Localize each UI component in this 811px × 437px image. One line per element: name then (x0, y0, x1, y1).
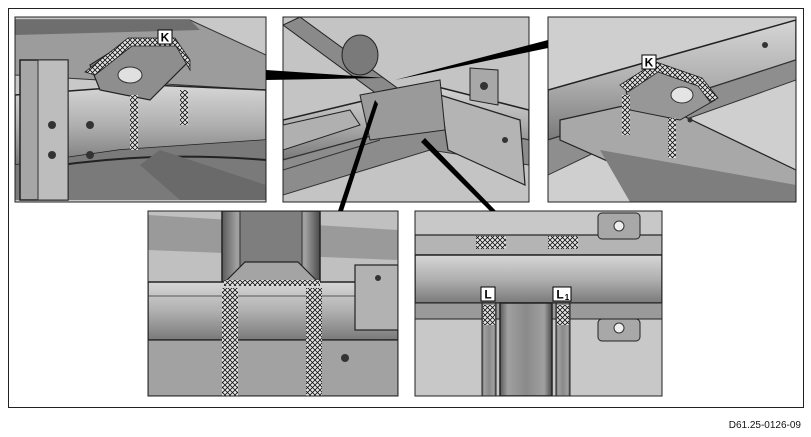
panel-top-center-border (282, 16, 530, 203)
panel-top-left (15, 17, 266, 202)
leader-lines (266, 40, 548, 211)
panel-bottom-right (415, 211, 662, 396)
callout-k-left-text: K (161, 31, 170, 45)
panel-top-left-border (14, 16, 267, 203)
callout-k-right-text: K (645, 56, 654, 70)
panel-top-right (548, 17, 796, 202)
callout-l1-text: L (556, 288, 563, 302)
panel-bottom-left (148, 211, 398, 396)
panel-top-center (283, 17, 529, 202)
callout-l1: L 1 (552, 286, 572, 302)
callout-l: L (480, 286, 496, 302)
panel-bottom-right-border (414, 210, 663, 397)
callout-k-left: K (157, 29, 173, 45)
callout-l1-subscript: 1 (565, 293, 570, 302)
callout-k-right: K (641, 54, 657, 70)
panel-top-right-border (547, 16, 797, 203)
panel-bottom-left-border (147, 210, 399, 397)
document-code: D61.25-0126-09 (728, 420, 801, 431)
callout-l-text: L (484, 288, 491, 302)
